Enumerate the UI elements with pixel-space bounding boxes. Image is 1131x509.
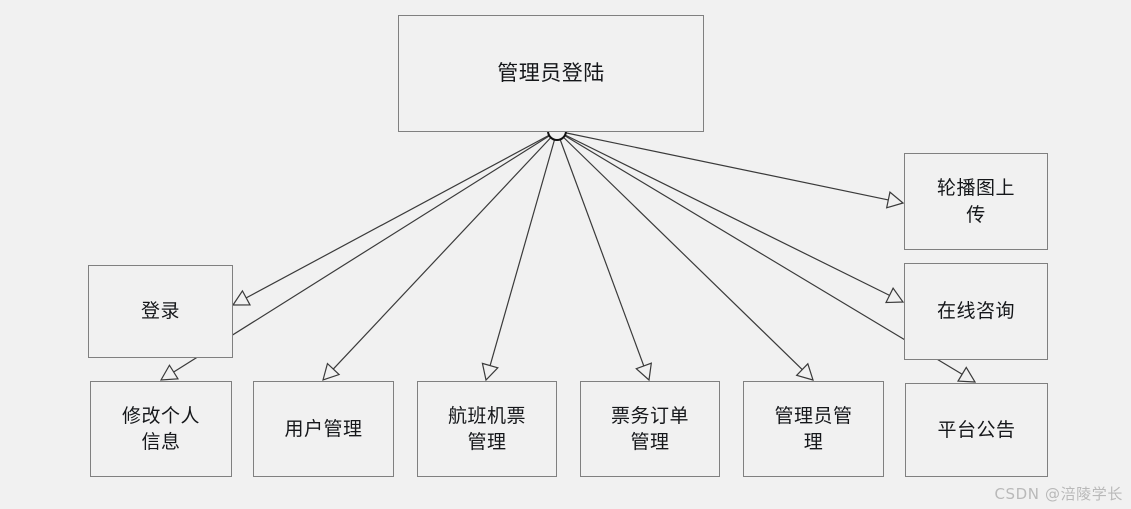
use-case-flight-ticket-label: 航班机票 管理 <box>447 404 526 453</box>
generalization-line-admin-manage <box>556 130 803 370</box>
use-case-online-consult[interactable]: 在线咨询 <box>904 263 1048 360</box>
use-case-admin-manage-label: 管理员管 理 <box>774 404 853 453</box>
use-case-carousel-upload[interactable]: 轮播图上 传 <box>904 153 1048 250</box>
generalization-arrowhead-admin-manage <box>795 362 814 381</box>
generalization-arrowhead-edit-profile <box>159 364 179 381</box>
generalization-line-login <box>245 130 558 299</box>
use-case-user-manage-label: 用户管理 <box>284 417 363 440</box>
generalization-arrowhead-online-consult <box>885 287 905 304</box>
generalization-line-ticket-order <box>556 130 645 367</box>
use-case-user-manage[interactable]: 用户管理 <box>253 381 394 477</box>
use-case-edit-profile-label: 修改个人 信息 <box>121 404 200 453</box>
use-case-platform-notice-label: 平台公告 <box>937 418 1016 441</box>
use-case-carousel-upload-label: 轮播图上 传 <box>936 177 1015 226</box>
generalization-arrowhead-flight-ticket <box>481 362 499 382</box>
generalization-line-user-manage <box>332 130 558 370</box>
use-case-ticket-order-label: 票务订单 管理 <box>610 404 689 453</box>
generalization-line-flight-ticket <box>489 130 558 366</box>
use-case-platform-notice[interactable]: 平台公告 <box>905 383 1048 477</box>
watermark-text: CSDN @涪陵学长 <box>994 485 1123 503</box>
use-case-login-label: 登录 <box>140 300 180 323</box>
use-case-admin-manage[interactable]: 管理员管 理 <box>743 381 884 477</box>
use-case-login[interactable]: 登录 <box>88 265 233 358</box>
generalization-arrowhead-platform-notice <box>956 366 977 383</box>
generalization-arrowhead-login <box>231 289 252 306</box>
use-case-ticket-order[interactable]: 票务订单 管理 <box>580 381 720 477</box>
generalization-line-online-consult <box>556 130 890 296</box>
use-case-flight-ticket[interactable]: 航班机票 管理 <box>417 381 557 477</box>
generalization-arrowhead-ticket-order <box>635 362 653 382</box>
use-case-edit-profile[interactable]: 修改个人 信息 <box>90 381 232 477</box>
generalization-line-carousel-upload <box>556 130 889 201</box>
actor-box-admin-login-label: 管理员登陆 <box>497 61 605 86</box>
generalization-arrowhead-carousel-upload <box>885 191 905 209</box>
generalization-arrowhead-user-manage <box>322 362 341 381</box>
generalization-line-platform-notice <box>556 130 963 375</box>
actor-box-admin-login[interactable]: 管理员登陆 <box>398 15 704 132</box>
use-case-online-consult-label: 在线咨询 <box>936 300 1015 323</box>
